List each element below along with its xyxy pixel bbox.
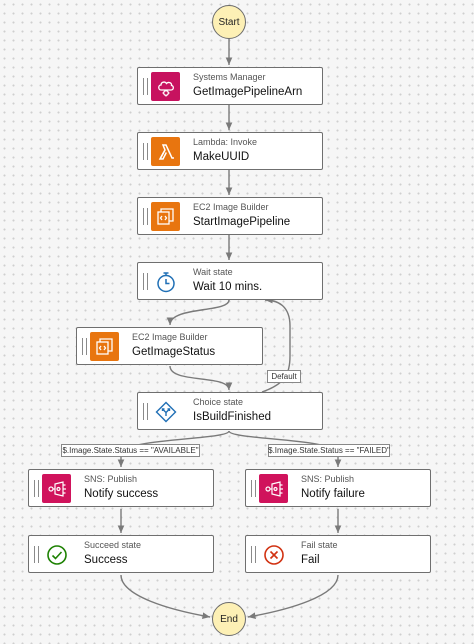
timer-icon <box>151 267 180 296</box>
state-name: MakeUUID <box>193 151 250 163</box>
drag-handle-icon[interactable] <box>251 480 256 497</box>
state-type: EC2 Image Builder <box>193 202 269 212</box>
edge-get-status-to-choice <box>169 365 233 391</box>
state-fail[interactable]: Fail state Fail <box>245 535 431 573</box>
edge-label-failed[interactable]: $.Image.State.Status == "FAILED" <box>268 444 390 457</box>
state-lambda[interactable]: Lambda: Invoke MakeUUID <box>137 132 323 170</box>
state-wait[interactable]: Wait state Wait 10 mins. <box>137 262 323 300</box>
state-name: Success <box>84 554 128 566</box>
start-node[interactable]: Start <box>212 5 246 39</box>
state-type: Wait state <box>193 267 233 277</box>
systems-manager-icon <box>151 72 180 101</box>
state-type: SNS: Publish <box>301 474 355 484</box>
end-label: End <box>220 613 238 625</box>
state-name: Notify failure <box>301 488 365 500</box>
sns-icon <box>42 474 71 503</box>
state-start-image-pipeline[interactable]: EC2 Image Builder StartImagePipeline <box>137 197 323 235</box>
drag-handle-icon[interactable] <box>251 546 256 563</box>
state-type: SNS: Publish <box>84 474 138 484</box>
edge-choice-default-to-wait <box>261 296 291 393</box>
state-name: IsBuildFinished <box>193 411 271 423</box>
edge-label-default[interactable]: Default <box>267 370 301 383</box>
drag-handle-icon[interactable] <box>34 546 39 563</box>
drag-handle-icon[interactable] <box>143 208 148 225</box>
drag-handle-icon[interactable] <box>143 273 148 290</box>
drag-handle-icon[interactable] <box>82 338 87 355</box>
state-get-image-status[interactable]: EC2 Image Builder GetImageStatus <box>76 327 263 365</box>
state-name: Fail <box>301 554 320 566</box>
state-success[interactable]: Succeed state Success <box>28 535 214 573</box>
lambda-icon <box>151 137 180 166</box>
state-notify-failure[interactable]: SNS: Publish Notify failure <box>245 469 431 507</box>
state-type: Lambda: Invoke <box>193 137 258 147</box>
state-name: GetImageStatus <box>132 346 216 358</box>
edge-fail-to-end <box>247 574 339 620</box>
sns-icon <box>259 474 288 503</box>
drag-handle-icon[interactable] <box>143 403 148 420</box>
check-circle-icon <box>42 540 71 569</box>
x-circle-icon <box>259 540 288 569</box>
state-name: Notify success <box>84 488 159 500</box>
state-type: Fail state <box>301 540 338 550</box>
state-type: Choice state <box>193 397 244 407</box>
image-builder-icon <box>151 202 180 231</box>
edge-wait-to-get-status <box>166 299 230 326</box>
state-name: GetImagePipelineArn <box>193 86 303 98</box>
choice-icon <box>151 397 180 426</box>
drag-handle-icon[interactable] <box>143 78 148 95</box>
state-notify-success[interactable]: SNS: Publish Notify success <box>28 469 214 507</box>
state-choice[interactable]: Choice state IsBuildFinished <box>137 392 323 430</box>
edge-label-available[interactable]: $.Image.State.Status == "AVAILABLE" <box>61 444 200 457</box>
state-name: Wait 10 mins. <box>193 281 263 293</box>
start-label: Start <box>218 16 240 28</box>
edge-success-to-end <box>120 574 211 620</box>
state-type: Systems Manager <box>193 72 266 82</box>
image-builder-icon <box>90 332 119 361</box>
drag-handle-icon[interactable] <box>143 143 148 160</box>
state-type: Succeed state <box>84 540 142 550</box>
state-type: EC2 Image Builder <box>132 332 208 342</box>
end-node[interactable]: End <box>212 602 246 636</box>
drag-handle-icon[interactable] <box>34 480 39 497</box>
state-systems-manager[interactable]: Systems Manager GetImagePipelineArn <box>137 67 323 105</box>
state-name: StartImagePipeline <box>193 216 291 228</box>
